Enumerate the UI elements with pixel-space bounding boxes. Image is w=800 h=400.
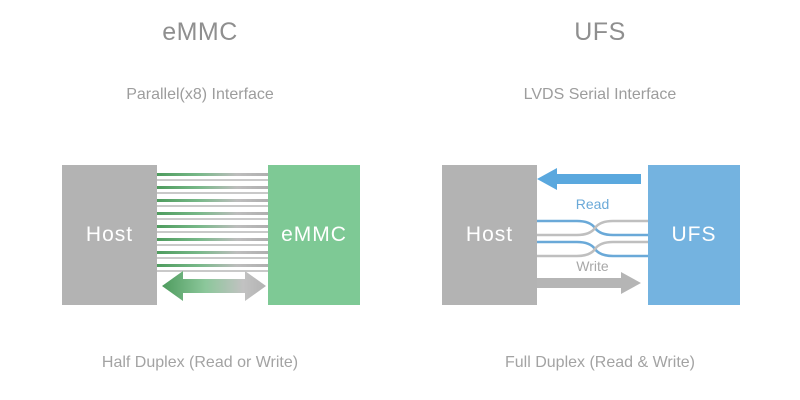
parallel-lane-gap xyxy=(157,192,268,194)
panel-ufs-subtitle: LVDS Serial Interface xyxy=(523,86,677,103)
ufs-device-label: UFS xyxy=(671,223,717,246)
ufs-host-label: Host xyxy=(465,223,514,246)
parallel-lane xyxy=(157,264,268,267)
emmc-device-label: eMMC xyxy=(281,223,347,246)
parallel-lane-gap xyxy=(157,205,268,207)
parallel-lane-bundle xyxy=(157,173,268,277)
parallel-lane-gap xyxy=(157,257,268,259)
panel-ufs-title: UFS xyxy=(574,18,626,46)
parallel-lane-gap xyxy=(157,179,268,181)
read-arrow-label: Read xyxy=(575,196,610,212)
emmc-host-box: Host xyxy=(62,165,157,305)
panel-emmc: eMMC Parallel(x8) Interface Host xyxy=(0,18,400,371)
ufs-host-box: Host xyxy=(442,165,537,305)
parallel-lane xyxy=(157,238,268,241)
bidirectional-arrow-icon xyxy=(162,271,266,301)
serial-link-graphics xyxy=(537,168,648,294)
parallel-lane xyxy=(157,225,268,228)
panel-emmc-caption: Half Duplex (Read or Write) xyxy=(101,354,299,371)
parallel-lane-gap xyxy=(157,231,268,233)
emmc-host-label: Host xyxy=(85,223,134,246)
parallel-lane-gap xyxy=(157,218,268,220)
panel-ufs: UFS LVDS Serial Interface Host xyxy=(400,0,800,400)
parallel-lane-gap xyxy=(157,244,268,246)
emmc-device-box: eMMC xyxy=(268,165,360,305)
parallel-lane xyxy=(157,186,268,189)
differential-pair-2 xyxy=(537,240,648,258)
write-arrow-label: Write xyxy=(576,258,609,274)
parallel-lane xyxy=(157,173,268,176)
ufs-device-box: UFS xyxy=(648,165,740,305)
panel-emmc-title: eMMC xyxy=(162,18,238,46)
write-arrow-icon xyxy=(537,272,641,294)
parallel-lane xyxy=(157,199,268,202)
differential-pair-1 xyxy=(537,219,648,237)
parallel-lane xyxy=(157,251,268,254)
emmc-diagram-stage: Host xyxy=(0,165,400,305)
read-arrow-icon xyxy=(537,168,641,190)
panel-emmc-subtitle: Parallel(x8) Interface xyxy=(126,86,274,103)
parallel-lane-gap xyxy=(157,270,268,272)
ufs-diagram-stage: Host xyxy=(400,165,800,305)
parallel-lane xyxy=(157,212,268,215)
panel-ufs-caption: Full Duplex (Read & Write) xyxy=(505,354,695,371)
